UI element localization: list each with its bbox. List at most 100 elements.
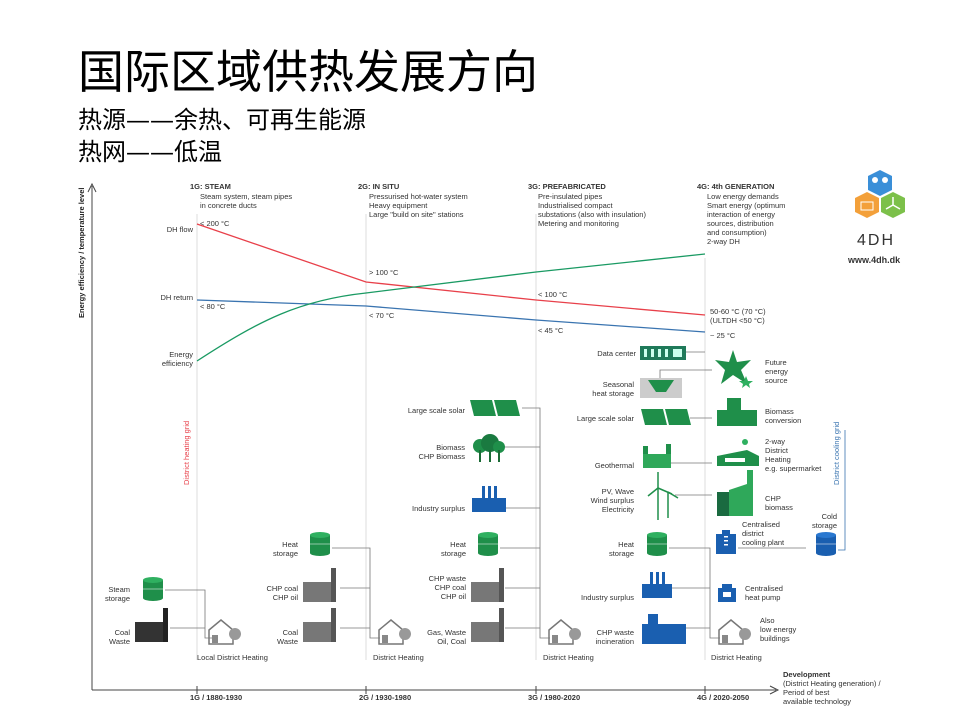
- wind-turbine-icon: [647, 472, 679, 520]
- factory-icon: [303, 568, 336, 602]
- y-axis-arrow: [87, 182, 97, 193]
- x-axis-label: Development(District Heating generation)…: [783, 670, 881, 706]
- district-heating-label: District Heating: [711, 653, 762, 662]
- industry-surplus-label: Industry surplus: [581, 593, 634, 602]
- logo-url[interactable]: www.4dh.dk: [848, 255, 901, 265]
- geothermal-icon: [643, 444, 671, 468]
- gen2-heading: 2G: IN SITU: [358, 182, 400, 191]
- tick-3g: 3G / 1980-2020: [528, 693, 581, 702]
- subtitle-heat-network: 热网——低温: [78, 138, 222, 166]
- geothermal-label: Geothermal: [594, 461, 634, 470]
- temp-g2-flow: > 100 °C: [369, 268, 399, 277]
- district-cooling-grid-label: District cooling grid: [832, 421, 841, 485]
- supermarket-icon: [717, 439, 759, 466]
- tick-1g: 1G / 1880-1930: [190, 693, 243, 702]
- temp-g3-flow: < 100 °C: [538, 290, 568, 299]
- temp-g1-return: < 80 °C: [200, 302, 226, 311]
- data-center-label: Data center: [597, 349, 636, 358]
- large-scale-solar-label: Large scale solar: [576, 414, 634, 423]
- chp-biomass-icon: [717, 470, 753, 516]
- tick-4g: 4G / 2020-2050: [697, 693, 750, 702]
- dh-return-label: DH return: [160, 293, 193, 302]
- gen3-heading: 3G: PREFABRICATED: [528, 182, 606, 191]
- generation-dividers: [196, 214, 706, 660]
- temp-g3-return: < 45 °C: [538, 326, 564, 335]
- house-icon: [548, 619, 581, 645]
- solar-panel-icon: [470, 400, 520, 416]
- solar-panel-icon: [641, 409, 691, 425]
- storage-tank-icon: [478, 532, 498, 556]
- tick-2g: 2G / 1930-1980: [359, 693, 412, 702]
- energy-efficiency-curve: [196, 253, 706, 362]
- 4dh-logo-icon: [855, 170, 905, 218]
- x-axis-arrow: [769, 685, 780, 695]
- storage-tank-icon: [143, 577, 163, 601]
- factory-icon: [471, 568, 504, 602]
- industry-icon: [472, 486, 506, 512]
- house-icon: [718, 619, 751, 645]
- district-heating-grid-label: District heating grid: [182, 420, 191, 485]
- temp-g1-flow: < 200 °C: [200, 219, 230, 228]
- data-center-icon: [640, 346, 686, 360]
- factory-icon: [471, 608, 504, 642]
- industry-icon: [642, 572, 672, 598]
- dh-flow-curve: [196, 223, 706, 316]
- large-scale-solar-label: Large scale solar: [407, 406, 465, 415]
- gen4-heading: 4G: 4th GENERATION: [697, 182, 775, 191]
- house-icon: [208, 619, 241, 645]
- gen1-heading: 1G: STEAM: [190, 182, 231, 191]
- cold-storage-tank-icon: [816, 532, 836, 556]
- factory-icon: [303, 608, 336, 642]
- house-icon: [378, 619, 411, 645]
- storage-tank-icon: [647, 532, 667, 556]
- temp-g4-return: ~ 25 °C: [710, 331, 736, 340]
- district-heating-label: District Heating: [543, 653, 594, 662]
- temp-g4-flow: 50-60 °C (70 °C)(ULTDH <50 °C): [710, 307, 766, 325]
- local-district-heating-label: Local District Heating: [197, 653, 268, 662]
- cooling-plant-icon: [716, 530, 736, 554]
- dh-flow-label: DH flow: [166, 225, 193, 234]
- industry-surplus-label: Industry surplus: [412, 504, 465, 513]
- dh-return-curve: [196, 299, 706, 333]
- y-axis-label: Energy efficiency / temperature level: [77, 187, 86, 318]
- temp-g2-return: < 70 °C: [369, 311, 395, 320]
- district-heating-label: District Heating: [373, 653, 424, 662]
- star-icon: [715, 350, 753, 388]
- factory-icon: [135, 608, 168, 642]
- biomass-conversion-icon: [717, 398, 757, 426]
- subtitle-heat-source: 热源——余热、可再生能源: [78, 106, 366, 134]
- storage-tank-icon: [310, 532, 330, 556]
- logo-name: 4DH: [857, 232, 896, 249]
- heat-pump-icon: [718, 584, 736, 602]
- trees-icon: [473, 434, 505, 462]
- page-title: 国际区域供热发展方向: [78, 45, 538, 99]
